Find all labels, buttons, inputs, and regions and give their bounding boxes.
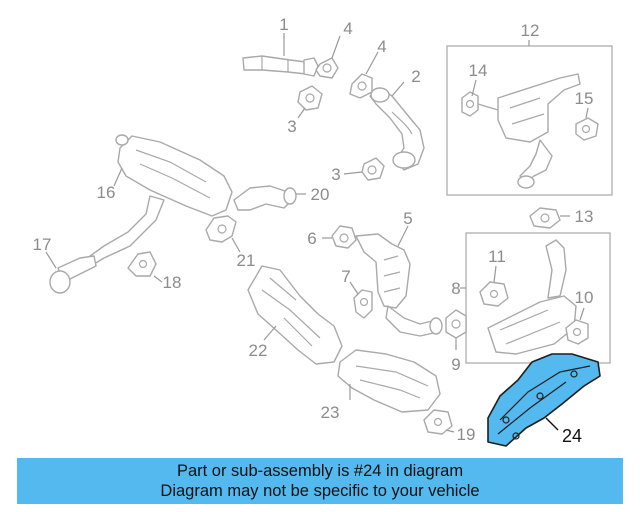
callout-19: 19 — [457, 425, 476, 444]
callout-16: 16 — [97, 183, 116, 202]
part-12-rear-muffler — [497, 73, 581, 189]
callout-3: 3 — [331, 165, 340, 184]
part-13-gasket — [529, 207, 561, 229]
part-4-gasket-a — [315, 57, 339, 79]
part-21-clamp — [205, 215, 237, 243]
callout-9: 9 — [451, 355, 460, 374]
part-14-hanger — [461, 91, 499, 117]
part-3-gasket-a — [297, 85, 323, 111]
callout-17: 17 — [33, 235, 52, 254]
part-16-center-muffler — [89, 134, 233, 265]
part-17-tail-pipe — [49, 255, 97, 294]
banner-line-2: Diagram may not be specific to your vehi… — [160, 482, 480, 500]
part-10-hanger — [565, 319, 589, 345]
callout-8: 8 — [451, 279, 460, 298]
callout-24: 24 — [562, 426, 582, 446]
callout-23: 23 — [321, 403, 340, 422]
part-23-heat-shield — [337, 349, 441, 413]
callout-20: 20 — [311, 185, 330, 204]
parts-diagram: 1 2 3 3 4 4 5 6 7 8 9 10 11 12 13 14 15 … — [33, 15, 613, 447]
part-20-pipe — [233, 185, 297, 211]
part-22-heat-shield — [247, 265, 343, 365]
callout-13: 13 — [575, 207, 594, 226]
callout-15: 15 — [575, 89, 594, 108]
part-11-hanger — [479, 281, 509, 307]
part-6-gasket — [331, 225, 357, 249]
part-24-heat-shield-highlighted — [487, 353, 601, 447]
callout-22: 22 — [249, 341, 268, 360]
callout-18: 18 — [163, 273, 182, 292]
part-7-bracket — [353, 289, 373, 319]
part-19-bracket — [423, 409, 453, 435]
callout-4: 4 — [377, 37, 386, 56]
callout-6: 6 — [307, 229, 316, 248]
info-banner: Part or sub-assembly is #24 in diagram D… — [17, 458, 623, 504]
callout-10: 10 — [575, 288, 594, 307]
part-15-hanger — [575, 117, 599, 141]
callout-2: 2 — [411, 67, 420, 86]
part-2-front-pipe — [369, 87, 425, 171]
callout-4: 4 — [343, 19, 352, 38]
callout-1: 1 — [279, 15, 288, 34]
callout-12: 12 — [521, 21, 540, 40]
callout-7: 7 — [341, 267, 350, 286]
part-18-hanger — [127, 251, 157, 277]
callout-5: 5 — [403, 209, 412, 228]
part-3-gasket-b — [361, 157, 385, 181]
part-4-gasket-b — [349, 73, 373, 99]
callout-11: 11 — [488, 247, 506, 266]
banner-line-1: Part or sub-assembly is #24 in diagram — [176, 462, 464, 480]
callout-14: 14 — [469, 61, 488, 80]
part-9-gasket — [445, 309, 467, 339]
part-1-front-pipe — [242, 55, 319, 77]
callout-3: 3 — [287, 117, 296, 136]
part-8-catalyst — [487, 239, 577, 355]
callout-21: 21 — [237, 251, 256, 270]
part-5-catalytic-converter — [355, 233, 443, 337]
